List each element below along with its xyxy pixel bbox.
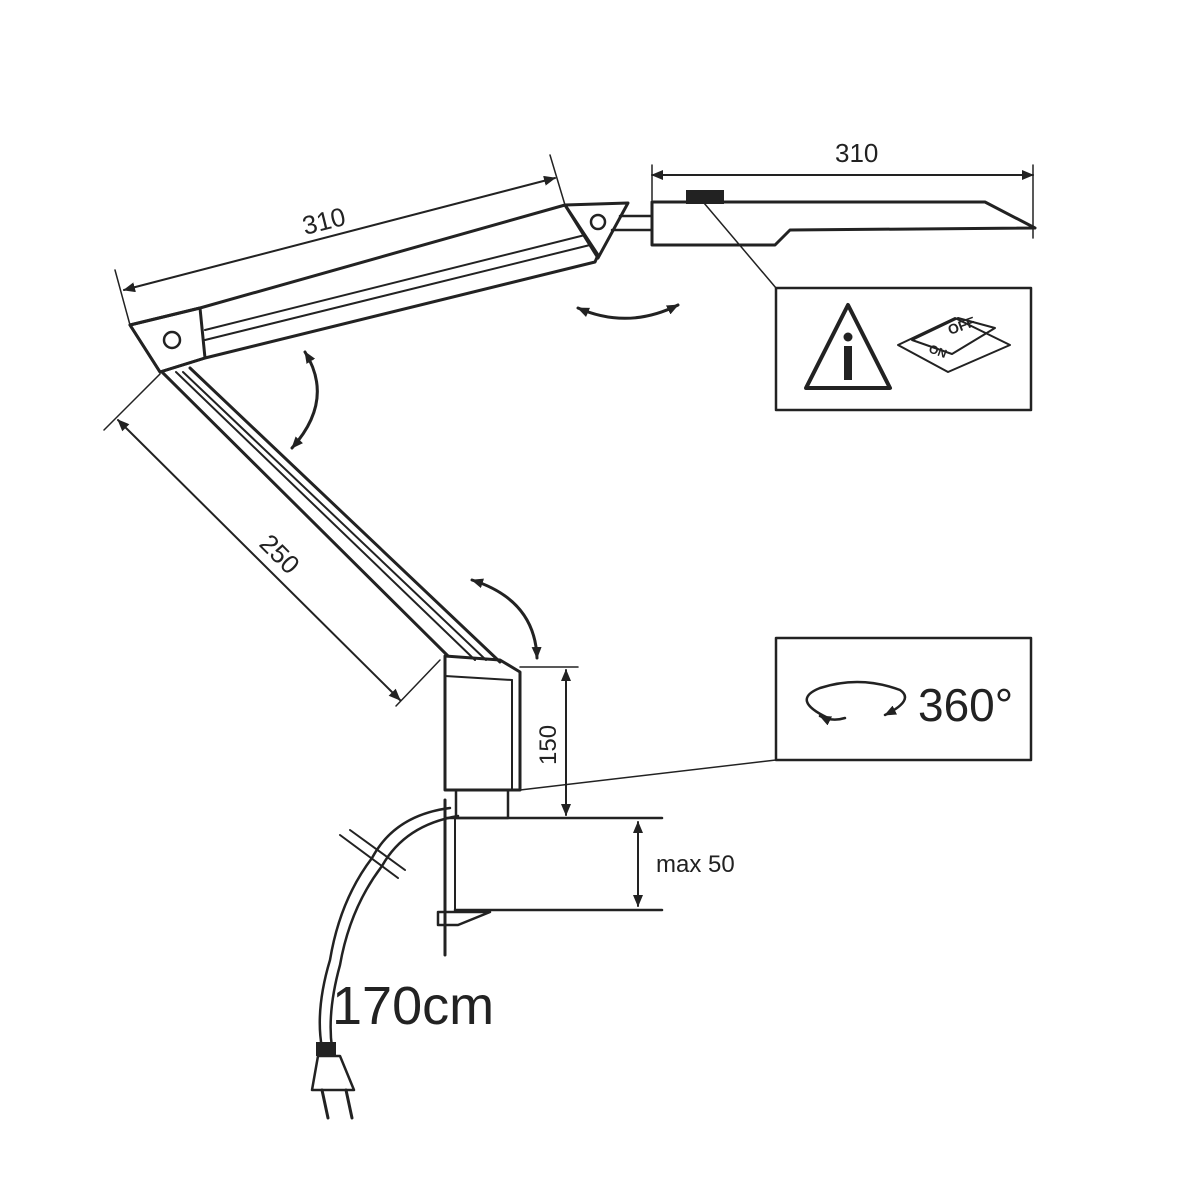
base-height-label: 150 bbox=[535, 725, 562, 765]
cable-length-label: 170cm bbox=[332, 976, 494, 1036]
lamp-base bbox=[443, 654, 522, 820]
switch-on-label: ON bbox=[927, 342, 949, 361]
upper-arm-length-label: 310 bbox=[299, 201, 348, 241]
lower-arm-dimension: 250 bbox=[103, 373, 441, 707]
elbow-rotation-arrow-icon bbox=[290, 350, 319, 450]
rotation-leader-line bbox=[519, 759, 777, 791]
upper-arm-dimension: 310 bbox=[114, 154, 566, 326]
head-switch bbox=[686, 190, 724, 204]
clamp-dimension: max 50 bbox=[633, 821, 735, 907]
rotation-360-icon bbox=[805, 680, 907, 726]
clamp-max-label: max 50 bbox=[656, 851, 735, 878]
head-swivel-arrow-icon bbox=[576, 303, 680, 320]
rotation-label: 360° bbox=[918, 679, 1013, 731]
base-tilt-arrow-icon bbox=[470, 578, 542, 660]
upper-arm bbox=[128, 201, 654, 374]
plug-icon bbox=[310, 1042, 356, 1120]
switch-off-label: OFF bbox=[946, 313, 978, 338]
switch-on-off-icon: OFF ON bbox=[897, 313, 1011, 373]
head-pivot-icon bbox=[589, 213, 607, 231]
switch-leader-line bbox=[703, 202, 777, 289]
switch-info-box: OFF ON bbox=[774, 286, 1033, 412]
lamp-head bbox=[650, 190, 1037, 289]
power-cable bbox=[318, 806, 460, 1050]
lower-arm-length-label: 250 bbox=[254, 528, 306, 580]
warning-info-icon bbox=[804, 303, 892, 390]
elbow-pivot-icon bbox=[162, 330, 182, 350]
rotation-info-box: 360° bbox=[519, 636, 1033, 791]
table-and-clamp bbox=[436, 798, 664, 957]
head-dimension: 310 bbox=[651, 138, 1034, 239]
head-length-label: 310 bbox=[835, 138, 878, 168]
